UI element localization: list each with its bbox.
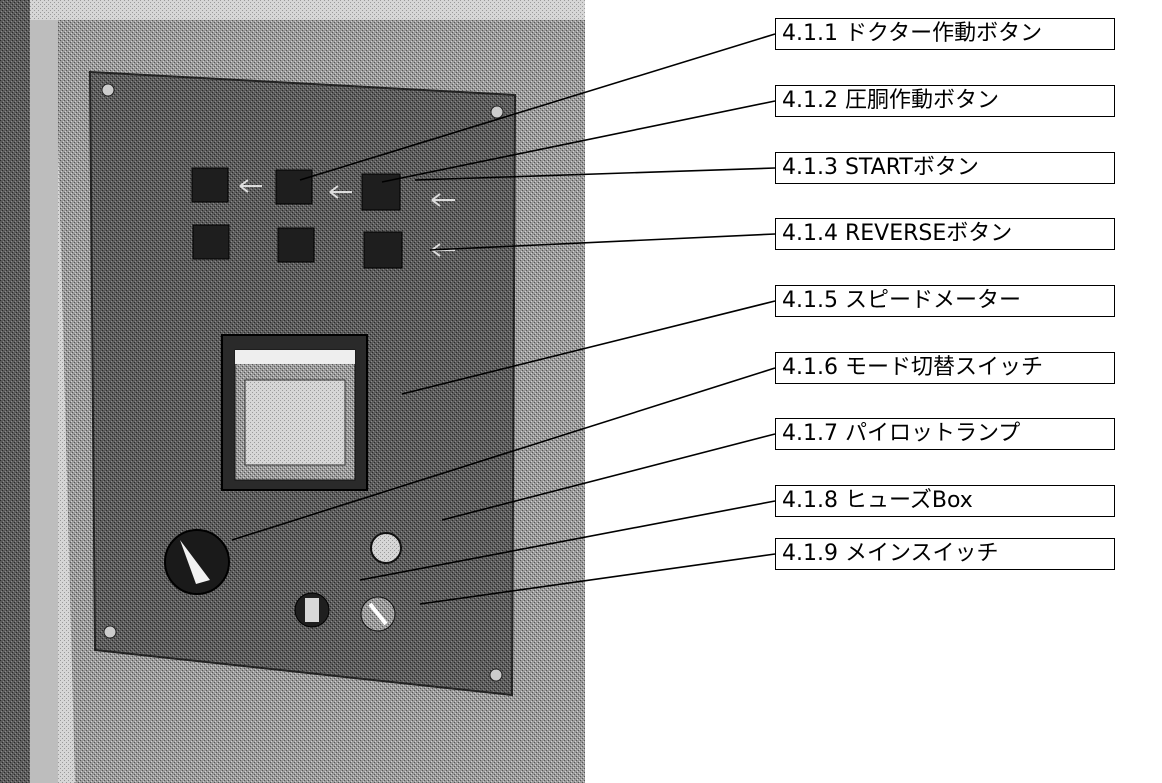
callout-reverse-button: 4.1.4 REVERSEボタン <box>775 218 1115 250</box>
screw-icon <box>490 669 502 681</box>
cabinet-side-strip <box>30 20 58 783</box>
callout-pilot-lamp: 4.1.7 パイロットランプ <box>775 418 1115 450</box>
callout-cylinder-button: 4.1.2 圧胴作動ボタン <box>775 85 1115 117</box>
screw-icon <box>491 106 503 118</box>
callout-mode-switch: 4.1.6 モード切替スイッチ <box>775 352 1115 384</box>
doctor-button-top[interactable] <box>192 168 228 202</box>
screw-icon <box>102 84 114 96</box>
cylinder-button-top[interactable] <box>276 170 312 204</box>
callout-speed-meter: 4.1.5 スピードメーター <box>775 285 1115 317</box>
speed-meter-window <box>245 380 345 465</box>
fuse-box-cap <box>305 598 319 622</box>
cabinet-edge <box>0 0 30 783</box>
callout-doctor-button: 4.1.1 ドクター作動ボタン <box>775 18 1115 50</box>
callout-fuse-box: 4.1.8 ヒューズBox <box>775 485 1115 517</box>
pilot-lamp <box>371 533 401 563</box>
cylinder-button-bottom[interactable] <box>278 228 314 262</box>
mode-switch-knob[interactable] <box>165 530 229 594</box>
speed-meter-label-strip <box>235 350 355 364</box>
callout-main-switch: 4.1.9 メインスイッチ <box>775 538 1115 570</box>
callout-start-button: 4.1.3 STARTボタン <box>775 152 1115 184</box>
screw-icon <box>104 626 116 638</box>
doctor-button-bottom[interactable] <box>193 225 229 259</box>
reverse-button[interactable] <box>364 232 402 268</box>
